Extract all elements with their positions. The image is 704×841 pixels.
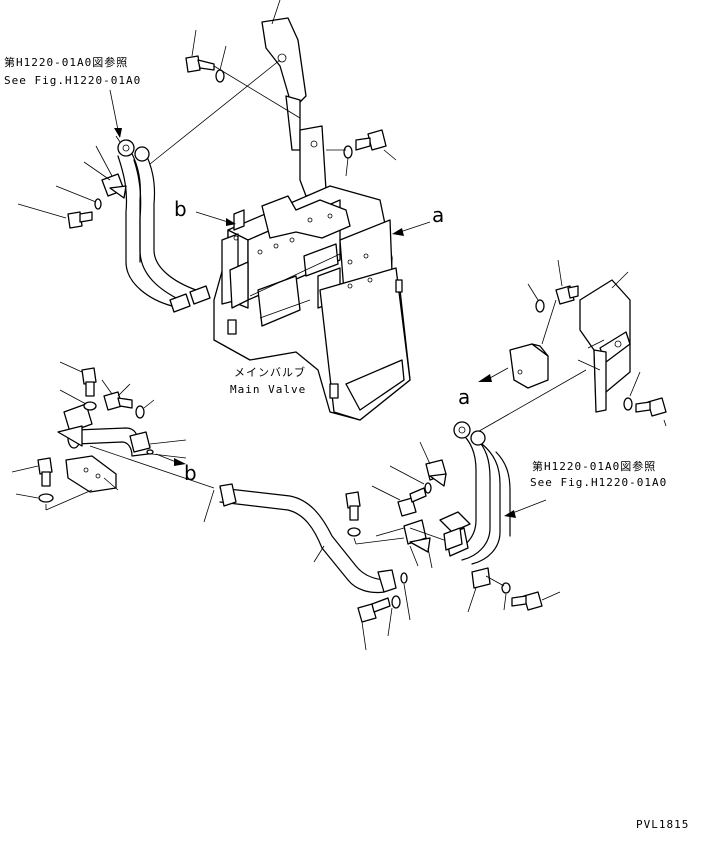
bolt [11, 457, 53, 487]
clamp [467, 567, 491, 613]
long-pipe [219, 483, 397, 594]
washer [135, 399, 155, 419]
right-bracket [579, 271, 631, 413]
washer [215, 45, 227, 83]
bolt [635, 397, 667, 427]
clamp [375, 519, 431, 553]
washer [527, 283, 545, 313]
bolt [101, 379, 133, 411]
bolt [355, 129, 397, 161]
ref-right-jp: 第H1220-01A0図参照 [532, 459, 656, 473]
marker-a-top: a [432, 203, 444, 227]
marker-a-right: a [458, 385, 470, 409]
main-valve-en: Main Valve [230, 383, 306, 396]
washer [623, 371, 641, 411]
main-valve-assembly [213, 185, 411, 421]
plate [509, 343, 549, 389]
clamp [57, 403, 93, 447]
bolt [185, 29, 215, 73]
ref-top-left-jp: 第H1220-01A0図参照 [4, 55, 128, 69]
bolt [371, 485, 427, 517]
bolt [511, 591, 561, 611]
marker-b-top: b [174, 197, 187, 221]
bracket-plate [65, 455, 117, 493]
clamp [101, 173, 127, 199]
washer [501, 582, 511, 611]
bolt [345, 491, 361, 521]
ref-right-en: See Fig.H1220-01A0 [530, 476, 667, 489]
bolt [555, 259, 579, 305]
clamp [419, 441, 447, 487]
bolt [59, 361, 97, 397]
top-bracket [261, 0, 327, 197]
bolt [17, 203, 93, 229]
washer [343, 145, 353, 177]
washer [59, 389, 97, 411]
washer [389, 465, 432, 494]
washer [15, 493, 54, 503]
bolt [357, 597, 391, 651]
marker-b-lower: b [184, 461, 197, 485]
ref-top-left-en: See Fig.H1220-01A0 [4, 74, 141, 87]
washer [55, 185, 102, 210]
left-upper-pipe [117, 139, 211, 313]
drawing-code: PVL1815 [636, 818, 689, 831]
main-valve-jp: メインバルブ [234, 365, 306, 379]
